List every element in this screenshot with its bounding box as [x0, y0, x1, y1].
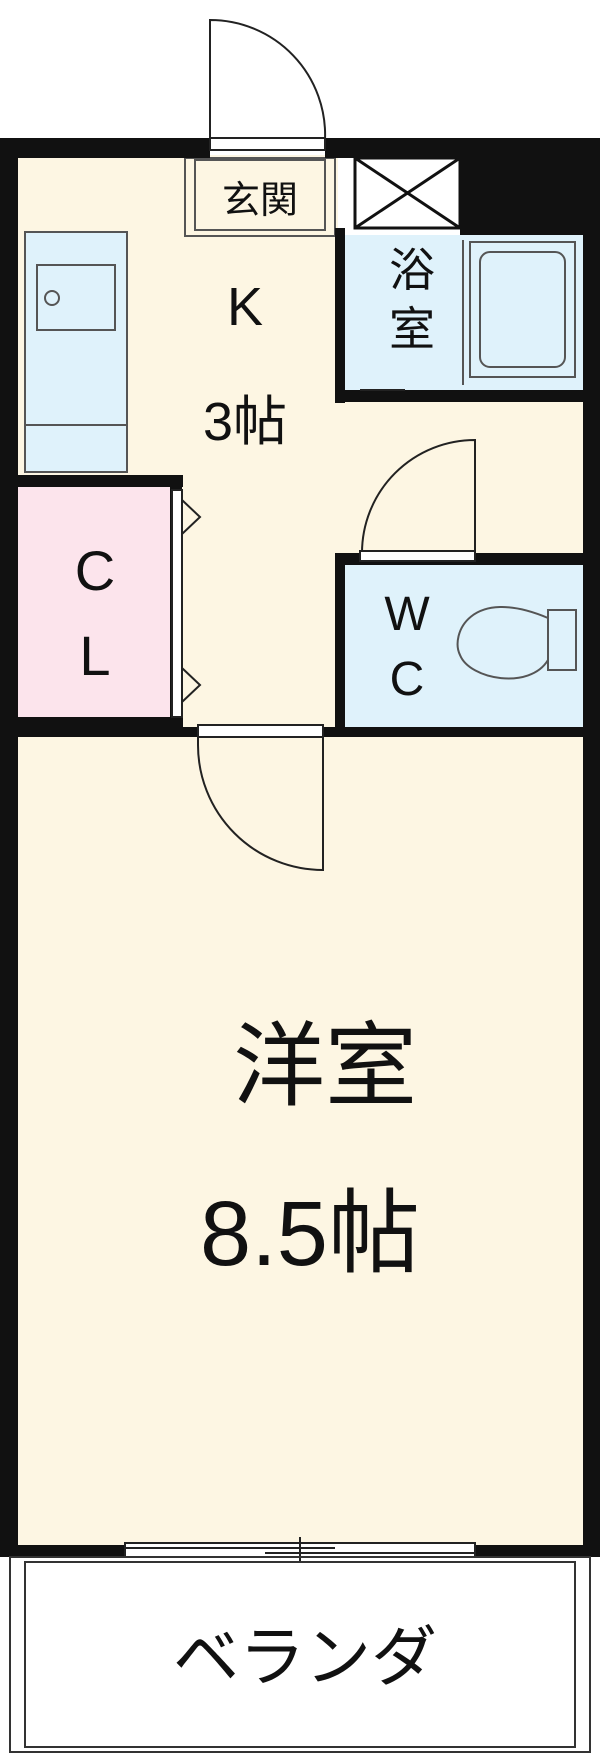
entrance-label: 玄関 — [222, 178, 298, 222]
balcony-outline-outer — [9, 1556, 591, 1753]
fixtures — [25, 240, 577, 680]
entrance-area — [184, 156, 462, 237]
closet-label-line1: C — [75, 539, 115, 602]
entrance-inner — [194, 159, 326, 231]
bathtub-outer — [469, 241, 576, 378]
balcony-outline-inner — [24, 1561, 576, 1748]
room-door-opening — [197, 724, 324, 738]
kitchen-label-line1: K — [227, 277, 263, 337]
toilet-floor — [345, 565, 583, 728]
wall-closet-bottom — [18, 717, 183, 727]
toilet-label-line1: W — [384, 588, 430, 641]
corridor-floor — [338, 395, 583, 555]
closet-door-hinge-bottom — [181, 667, 202, 703]
wall-mid-left — [18, 727, 198, 737]
bathtub-inner — [479, 251, 566, 368]
wall-closet-top — [18, 475, 183, 487]
floor-areas — [18, 155, 583, 1745]
closet-door-hinge-top — [181, 499, 202, 535]
wc-door-swing — [361, 438, 476, 554]
room-labels: 玄関 浴 室 K 3帖 C L W C 洋室 8.5帖 ベランダ — [75, 178, 437, 1694]
bath-label-line2: 室 — [389, 302, 435, 356]
closet-door — [171, 489, 183, 718]
closet-floor — [18, 487, 170, 717]
wall-right — [583, 138, 600, 1553]
wall-mid-right — [320, 727, 583, 737]
room-door-swing — [197, 737, 324, 872]
wall-shaft-right — [460, 138, 583, 235]
entrance-box — [184, 157, 336, 237]
toilet-tank — [547, 609, 577, 671]
wall-bath-bottom — [335, 390, 583, 402]
entrance-door-swing — [209, 18, 327, 141]
wall-top-left — [0, 138, 210, 158]
balcony-label: ベランダ — [173, 1620, 437, 1694]
wall-bath-left — [335, 228, 345, 403]
balcony-rail — [9, 1556, 591, 1753]
wall-wc-left — [335, 553, 345, 735]
bath-label-line1: 浴 — [389, 243, 435, 297]
western-room-label-line2: 8.5帖 — [200, 1183, 420, 1285]
wc-door-opening — [359, 550, 476, 562]
closet-label-line2: L — [79, 624, 110, 687]
toilet-bowl — [456, 606, 549, 680]
sink-drain — [44, 290, 60, 306]
kitchen-label-line2: 3帖 — [203, 392, 287, 452]
balcony-floor — [18, 1555, 583, 1745]
western-room-floor — [18, 735, 583, 1545]
wall-left — [0, 138, 18, 1553]
toilet-label-line2: C — [390, 653, 425, 706]
walls — [0, 138, 600, 1557]
western-room-label-line1: 洋室 — [233, 1016, 417, 1118]
entrance-threshold — [209, 137, 326, 151]
sink-counter — [24, 231, 128, 473]
sink-basin — [36, 264, 116, 331]
doors — [124, 18, 476, 1563]
pipe-shaft-cross-b — [354, 156, 461, 230]
